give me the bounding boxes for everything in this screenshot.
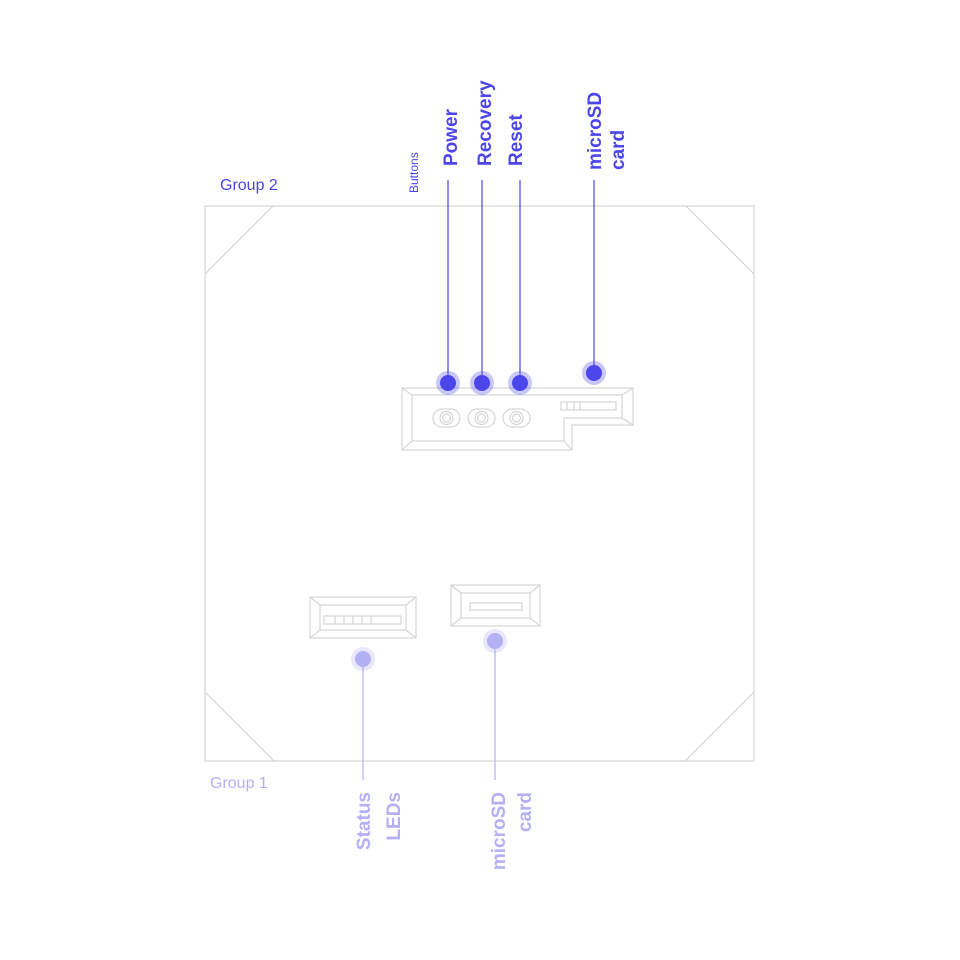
microsd-top-callout: microSD card bbox=[582, 92, 629, 385]
microsd-bottom-label-line1: microSD bbox=[489, 792, 510, 870]
power-label: Power bbox=[441, 108, 462, 166]
buttons-section-label: Buttons bbox=[407, 152, 421, 193]
microsd-slot-bottom[interactable] bbox=[450, 584, 541, 627]
status-leds-label-line1: Status bbox=[354, 792, 375, 850]
power-button[interactable] bbox=[432, 408, 461, 428]
reset-button[interactable] bbox=[502, 408, 531, 428]
reset-callout: Reset bbox=[506, 114, 532, 395]
microsd-slot-top[interactable] bbox=[560, 401, 617, 411]
recovery-button[interactable] bbox=[467, 408, 496, 428]
microsd-bottom-callout: microSD card bbox=[483, 629, 536, 870]
microsd-top-label-line2: card bbox=[608, 130, 629, 170]
group1-label: Group 1 bbox=[210, 775, 268, 792]
microsd-bottom-label-line2: card bbox=[515, 792, 536, 832]
button-block bbox=[401, 387, 634, 451]
reset-label: Reset bbox=[506, 114, 527, 166]
status-led-block bbox=[309, 596, 417, 639]
recovery-label: Recovery bbox=[475, 80, 496, 166]
microsd-top-label-line1: microSD bbox=[585, 92, 606, 170]
recovery-callout: Recovery bbox=[470, 80, 496, 395]
power-callout: Power bbox=[436, 108, 462, 395]
group2-label: Group 2 bbox=[220, 177, 278, 194]
status-leds-label-line2: LEDs bbox=[384, 792, 405, 841]
status-leds-callout: Status LEDs bbox=[351, 647, 405, 850]
board-outline bbox=[204, 205, 755, 762]
